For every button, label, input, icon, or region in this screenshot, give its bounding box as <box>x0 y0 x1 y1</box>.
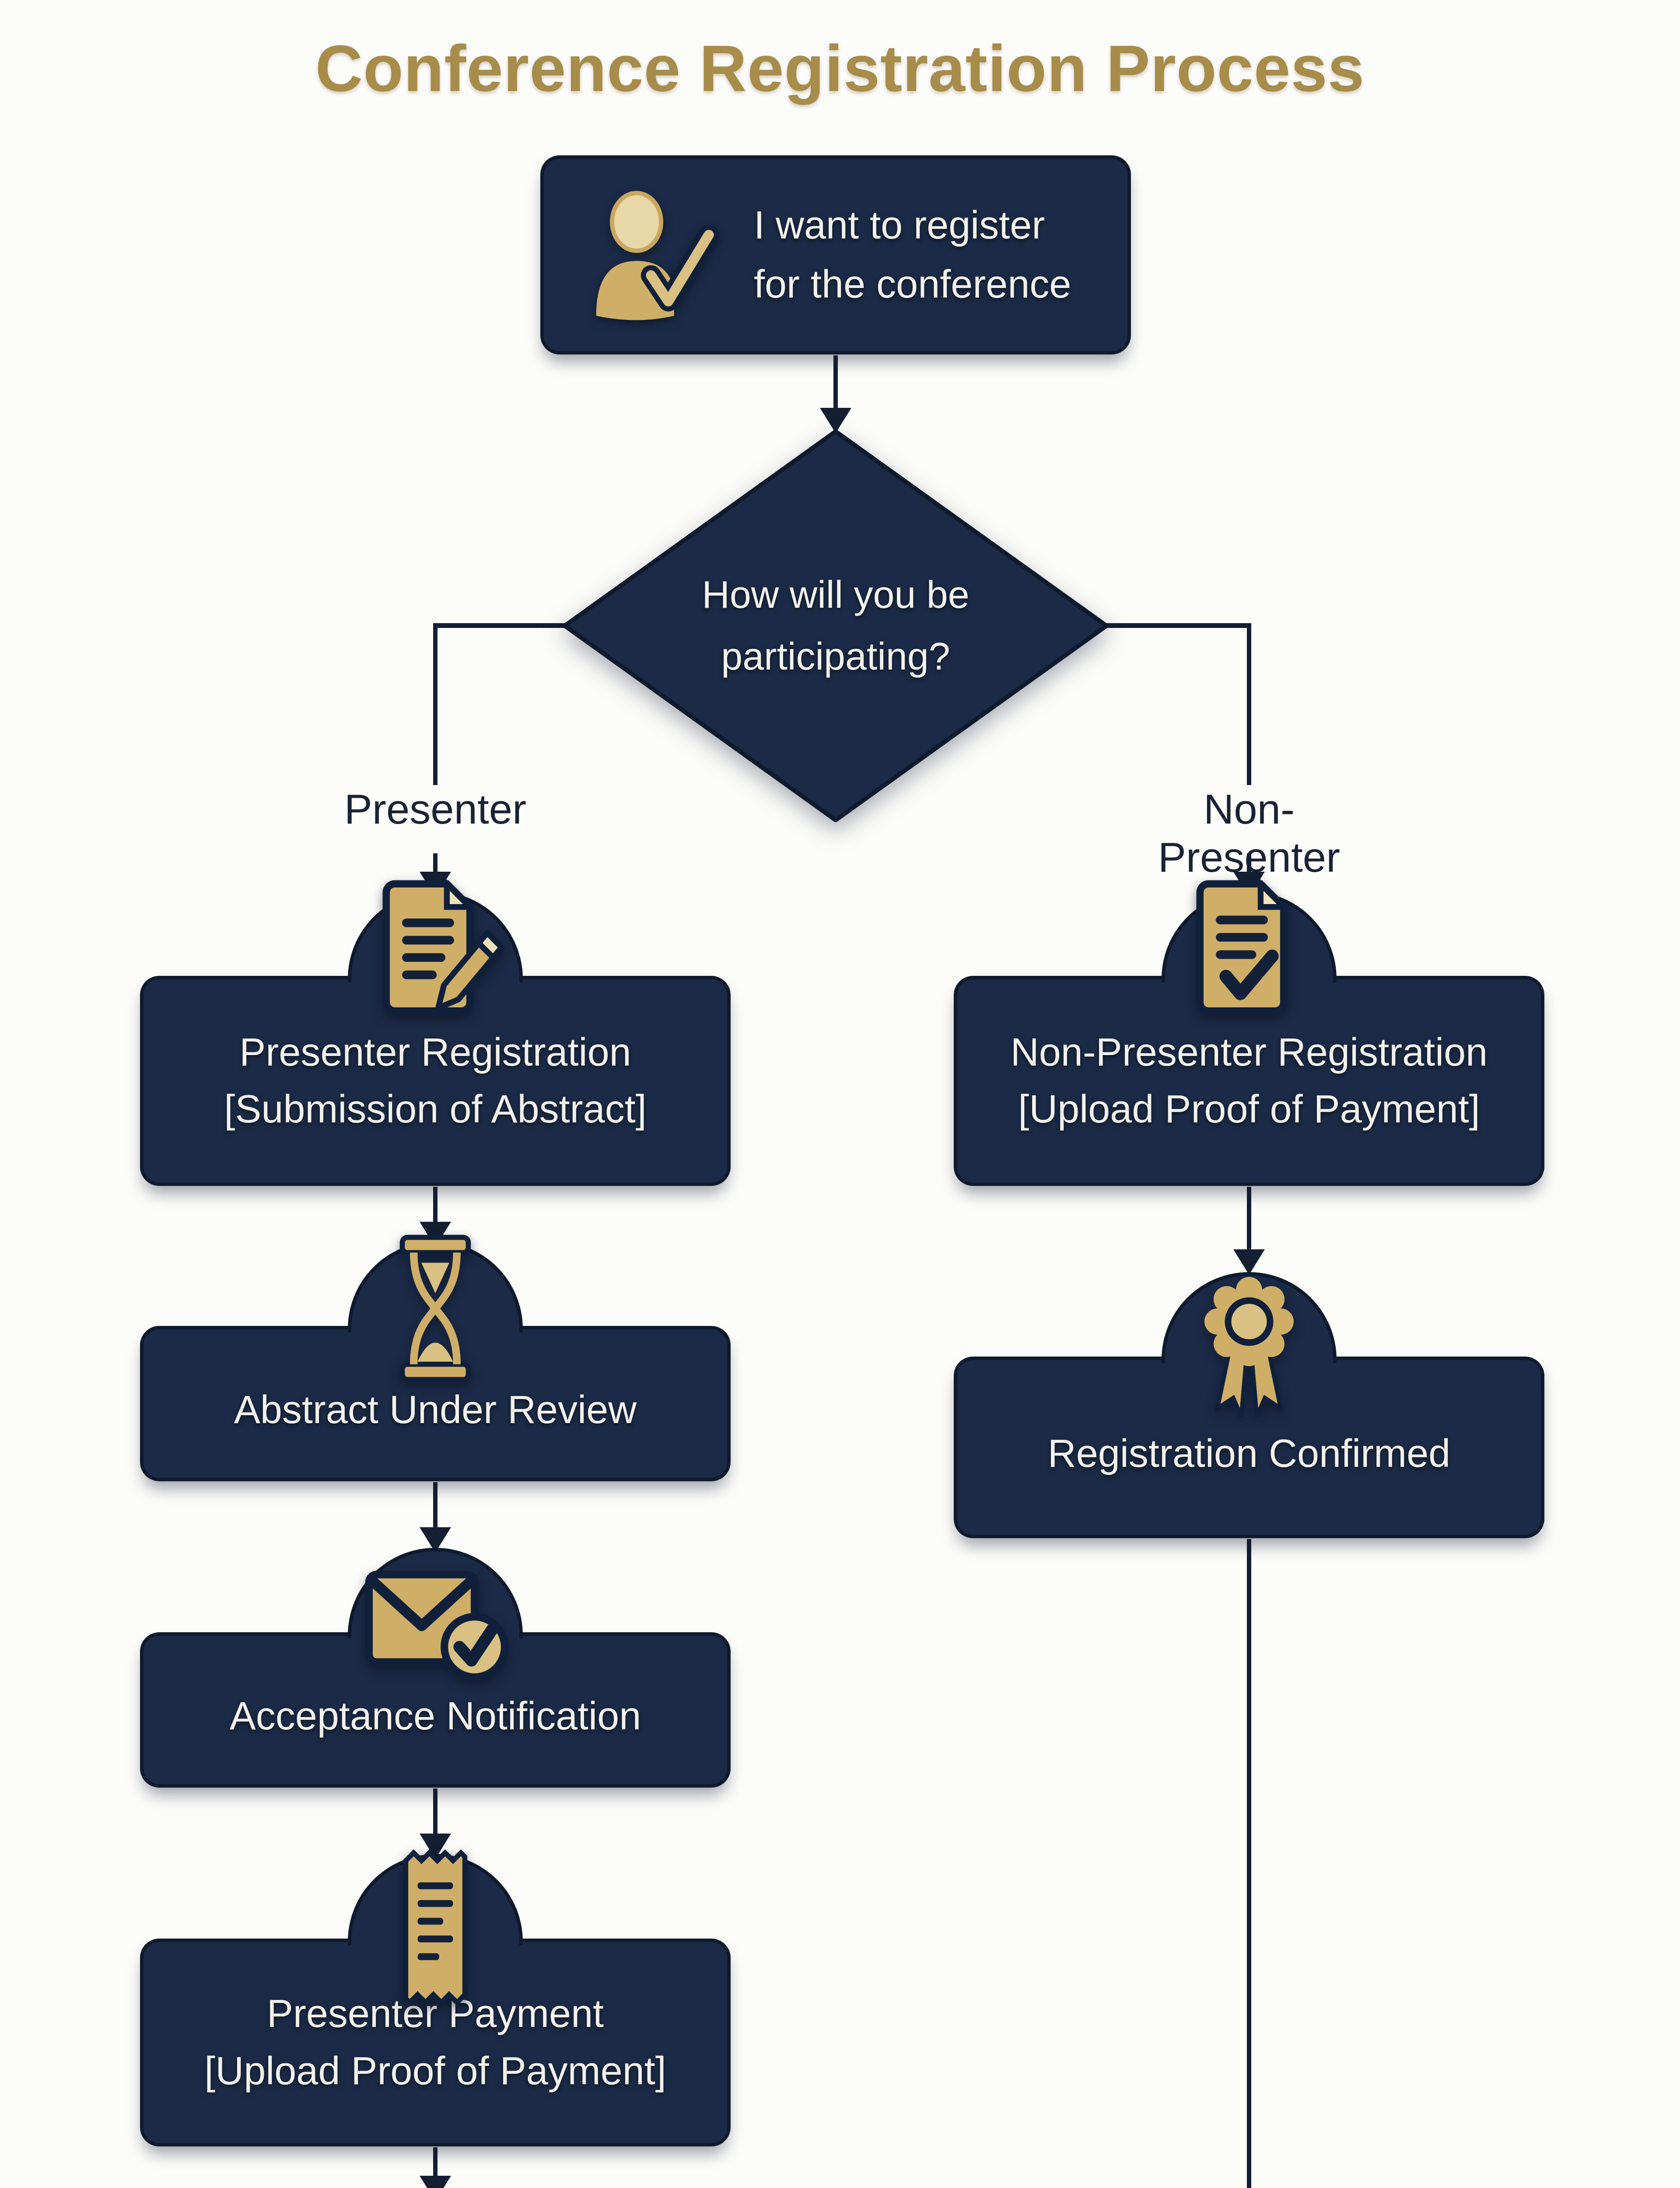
branch-label-non-presenter: Non-Presenter <box>1158 786 1340 881</box>
connector-left-branch-lower <box>433 853 438 874</box>
connector-l3-l4 <box>433 1788 438 1836</box>
receipt-icon <box>403 1849 468 2006</box>
connector-right-branch-lower <box>1247 853 1251 874</box>
hourglass-icon <box>399 1234 471 1382</box>
connector-right-branch-upper <box>1247 623 1251 785</box>
decision-label-line: participating? <box>721 635 950 678</box>
connector-decision-left <box>433 623 573 628</box>
arrowhead-registration-confirmed-left <box>420 2176 451 2188</box>
node-label-line: Non-Presenter Registration <box>1010 1030 1488 1074</box>
node-label-line: [Submission of Abstract] <box>224 1087 647 1131</box>
connector-right-to-merge <box>1247 1539 1251 2188</box>
page-title: Conference Registration Process <box>315 32 1365 105</box>
start-label-line: I want to register <box>754 203 1045 247</box>
node-label-line: Presenter Registration <box>239 1030 631 1074</box>
start-label: I want to register for the conference <box>754 196 1071 314</box>
award-ribbon-icon <box>1204 1277 1294 1417</box>
connector-l1-l2 <box>433 1187 438 1224</box>
decision-diamond-shape <box>563 429 1109 822</box>
connector-l2-l3 <box>433 1482 438 1529</box>
node-label-line: Acceptance Notification <box>229 1694 641 1739</box>
connector-start-to-decision <box>833 355 838 413</box>
document-pencil-icon <box>382 877 505 1015</box>
connector-decision-right <box>1102 623 1251 628</box>
node-label-line: Abstract Under Review <box>234 1388 637 1432</box>
envelope-check-icon <box>365 1571 509 1681</box>
connector-r1-r2 <box>1247 1187 1251 1252</box>
document-check-icon <box>1196 877 1291 1015</box>
arrowhead-registration-confirmed-right <box>1233 1249 1265 1275</box>
node-label-line: [Upload Proof of Payment] <box>204 2049 666 2093</box>
node-decision: How will you be participating? <box>562 429 1109 823</box>
connector-l4-l5 <box>433 2147 438 2179</box>
branch-label-presenter: Presenter <box>344 786 527 833</box>
start-label-line: for the conference <box>754 262 1071 306</box>
node-label-line: [Upload Proof of Payment] <box>1018 1087 1480 1131</box>
node-start: I want to register for the conference <box>540 155 1131 354</box>
node-label-line: Registration Confirmed <box>1047 1432 1451 1476</box>
arrowhead-decision <box>820 408 851 433</box>
connector-left-branch-upper <box>433 623 438 785</box>
decision-label: How will you be participating? <box>562 429 1109 823</box>
decision-label-line: How will you be <box>702 573 970 617</box>
person-check-icon <box>596 190 719 320</box>
